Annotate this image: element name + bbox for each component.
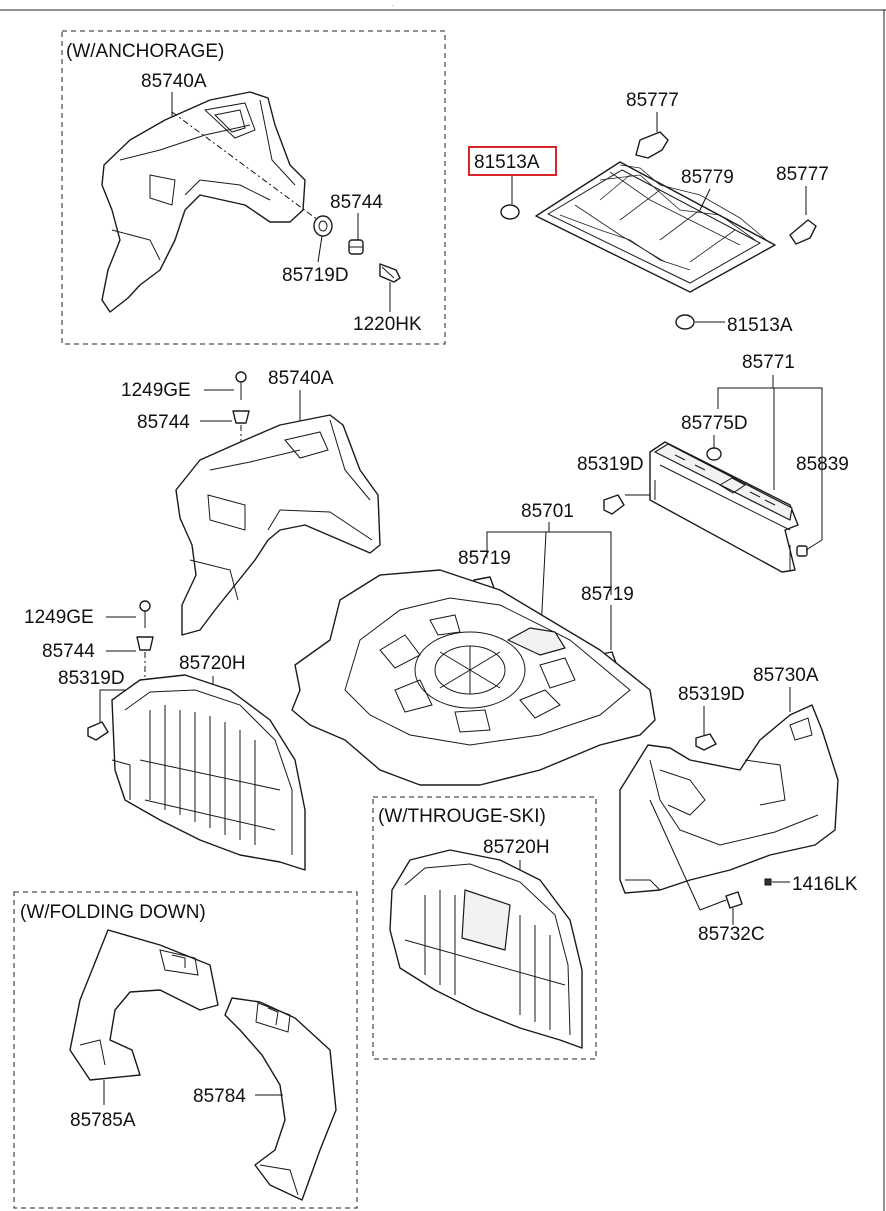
part-85740A-mid[interactable] — [175, 414, 381, 636]
part-85730A-trim[interactable] — [619, 704, 839, 894]
part-85319D-clip-right[interactable] — [695, 733, 717, 751]
label-85720H-left[interactable]: 85720H — [179, 653, 246, 674]
label-85784[interactable]: 85784 — [193, 1086, 246, 1107]
part-85744-grommet-left[interactable] — [136, 636, 154, 651]
label-85740A-anchorage[interactable]: 85740A — [141, 71, 207, 92]
part-1249GE-screw-mid[interactable] — [235, 371, 247, 400]
part-85319D-clip-top[interactable] — [603, 494, 625, 515]
leader-85719D — [317, 235, 323, 263]
part-81513A-anchor-top[interactable] — [500, 204, 520, 220]
label-85744-anchorage[interactable]: 85744 — [330, 192, 383, 213]
part-85701-floor[interactable] — [291, 569, 656, 786]
label-85775D[interactable]: 85775D — [681, 413, 748, 434]
folding-down-box — [13, 891, 358, 1209]
label-85719D[interactable]: 85719D — [282, 265, 349, 286]
anchorage-box — [61, 30, 446, 345]
label-81513A-top[interactable]: 81513A — [474, 152, 540, 173]
part-85839-clip[interactable] — [796, 545, 808, 557]
leader-85319D-left — [99, 689, 134, 722]
leader-85839 — [805, 539, 823, 551]
part-85720H-ski[interactable] — [389, 849, 583, 1049]
part-85779-cargo-net[interactable] — [535, 161, 776, 293]
part-85775D-cap[interactable] — [706, 447, 722, 461]
label-85319D-top[interactable]: 85319D — [577, 454, 644, 475]
part-85744-grommet[interactable] — [348, 239, 364, 255]
label-1220HK[interactable]: 1220HK — [353, 314, 422, 335]
part-85744-grommet-mid[interactable] — [232, 410, 250, 424]
label-85744-left[interactable]: 85744 — [42, 641, 95, 662]
label-85777-right[interactable]: 85777 — [776, 164, 829, 185]
label-85319D-right[interactable]: 85319D — [678, 684, 745, 705]
part-85771-tray[interactable] — [649, 441, 799, 573]
part-85319D-clip-left[interactable] — [87, 721, 109, 741]
label-81513A-bottom[interactable]: 81513A — [727, 315, 793, 336]
label-85701[interactable]: 85701 — [521, 501, 574, 522]
part-85732C-clip[interactable] — [725, 891, 743, 909]
leader-85771-bracket — [717, 387, 823, 540]
leader-85779 — [699, 188, 711, 211]
label-85720H-ski[interactable]: 85720H — [483, 837, 550, 858]
label-85839[interactable]: 85839 — [796, 454, 849, 475]
leader-85701-down — [540, 531, 547, 631]
label-85719-right[interactable]: 85719 — [581, 584, 634, 605]
part-85777-hook-top[interactable] — [635, 131, 669, 159]
leader-85732C-diag — [649, 799, 701, 911]
label-85779[interactable]: 85779 — [681, 167, 734, 188]
folding-down-group-label: (W/FOLDING DOWN) — [20, 902, 206, 923]
highlight-81513A[interactable] — [468, 146, 557, 176]
stray-dot: . — [392, 2, 394, 8]
leader-85732C-join — [699, 899, 727, 911]
part-1416LK-nut[interactable] — [764, 878, 772, 886]
part-1220HK-screw[interactable] — [379, 263, 401, 283]
label-85771[interactable]: 85771 — [742, 352, 795, 373]
part-85719D-clip[interactable] — [313, 215, 333, 237]
label-85740A-mid[interactable]: 85740A — [268, 368, 334, 389]
label-85319D-left[interactable]: 85319D — [58, 668, 125, 689]
label-1416LK[interactable]: 1416LK — [792, 874, 858, 895]
label-85777-top[interactable]: 85777 — [626, 90, 679, 111]
label-1249GE-left[interactable]: 1249GE — [24, 607, 94, 628]
label-1249GE-mid[interactable]: 1249GE — [121, 380, 191, 401]
label-85744-mid[interactable]: 85744 — [137, 412, 190, 433]
dash-85740A-to-clip — [171, 111, 319, 221]
part-1249GE-screw-left[interactable] — [139, 600, 151, 628]
part-85785A-panel[interactable] — [69, 929, 219, 1081]
part-85784-panel[interactable] — [224, 997, 337, 1201]
label-85730A[interactable]: 85730A — [753, 665, 819, 686]
label-85785A[interactable]: 85785A — [70, 1110, 136, 1131]
part-81513A-anchor-bottom[interactable] — [675, 314, 695, 330]
part-85777-hook-right[interactable] — [789, 219, 817, 245]
label-85719-left[interactable]: 85719 — [458, 548, 511, 569]
part-85720H-left[interactable] — [111, 674, 306, 871]
through-ski-box — [372, 796, 597, 1060]
label-85732C[interactable]: 85732C — [698, 924, 765, 945]
part-85740A-anchorage[interactable] — [101, 91, 306, 313]
through-ski-group-label: (W/THROUGE-SKI) — [378, 806, 546, 827]
anchorage-group-label: (W/ANCHORAGE) — [66, 41, 224, 62]
